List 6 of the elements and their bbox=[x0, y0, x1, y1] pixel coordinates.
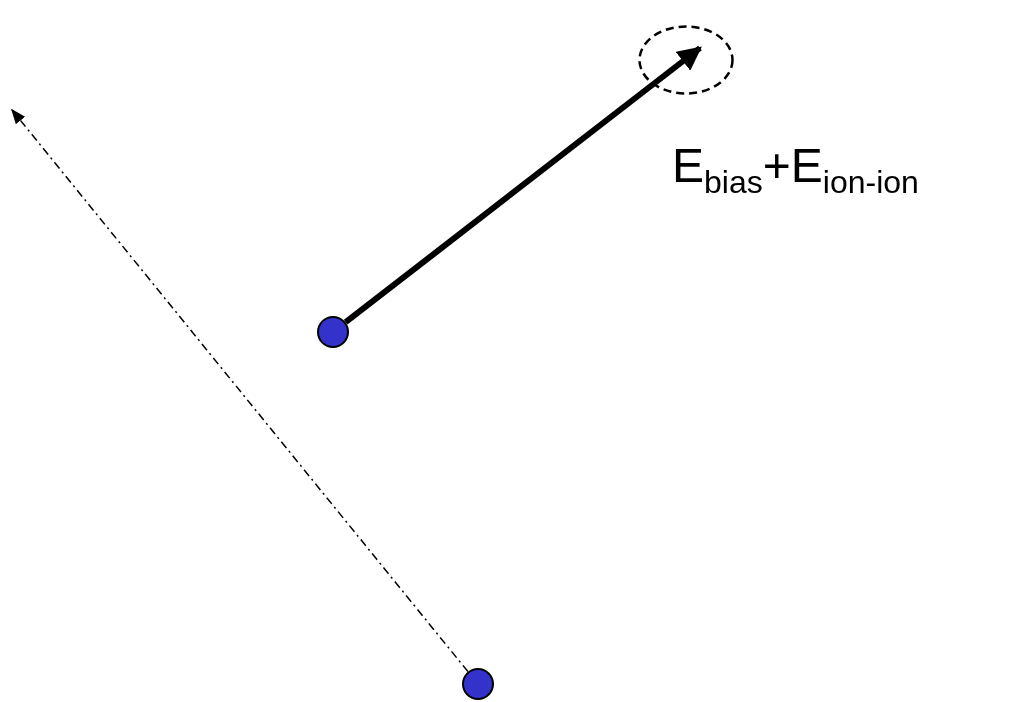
energy-label: E$_{bias}$+E$_{ion-ion}$ bbox=[672, 138, 919, 193]
ion-circle bbox=[462, 668, 494, 700]
dashed-ellipse bbox=[638, 25, 734, 95]
dash-dot-arrow bbox=[11, 108, 469, 673]
arrow bbox=[343, 45, 702, 325]
ion-circle bbox=[317, 316, 349, 348]
